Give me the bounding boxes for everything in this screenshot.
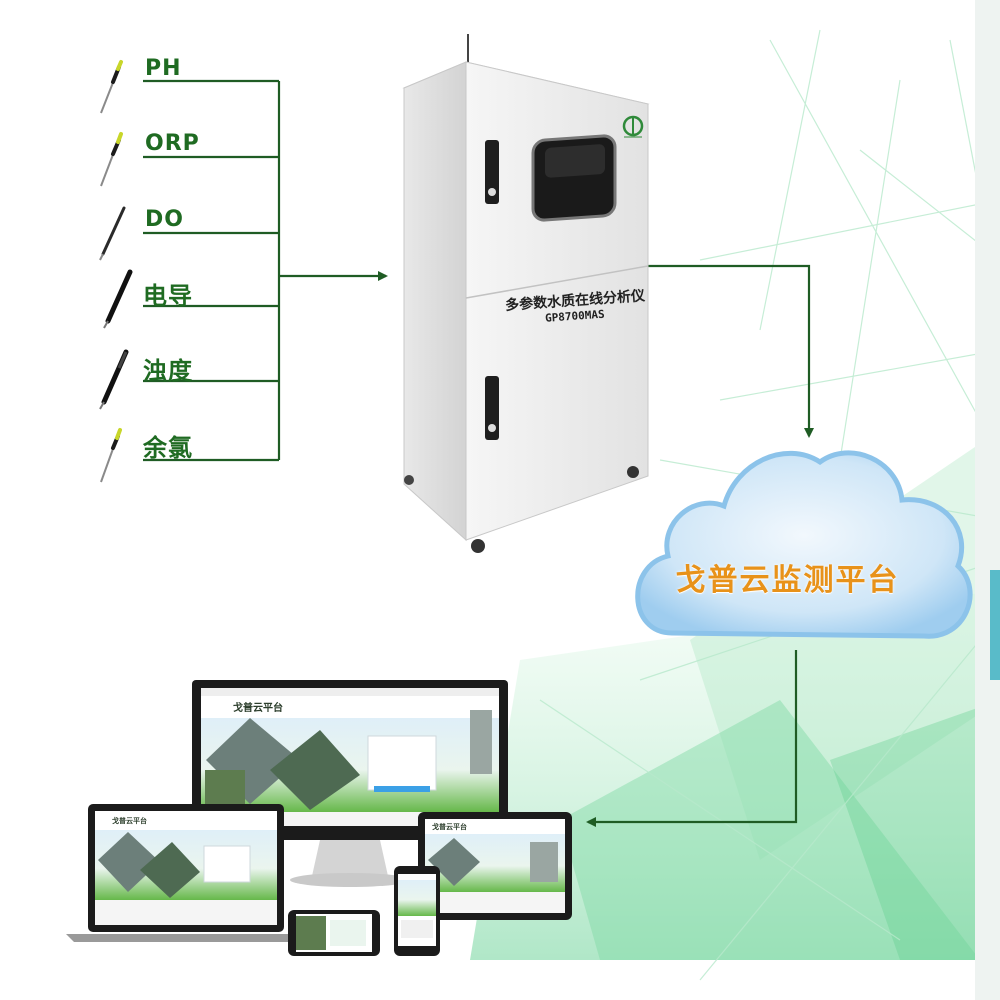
sensor-label-chlorine: 余氯 <box>143 434 193 462</box>
cloud-platform-label: 戈普云监测平台 <box>675 563 900 598</box>
analyzer-to-cloud-arrow <box>648 264 814 438</box>
probe-turbidity-icon <box>99 349 129 410</box>
laptop-screen-title: 戈普云平台 <box>112 817 147 825</box>
cabinet-upper-handle <box>485 140 499 204</box>
cabinet-wheel-right <box>627 466 639 478</box>
bg-green-facet-3 <box>560 700 980 960</box>
sensor-label-ph: PH <box>145 56 182 81</box>
cabinet-wheel-back <box>404 475 414 485</box>
gp-logo-icon <box>622 115 644 138</box>
cabinet-upper-lock <box>488 188 496 196</box>
bg-green-facet-1 <box>470 590 1000 960</box>
cabinet-window-glare <box>545 144 605 178</box>
phone-landscape <box>288 910 380 956</box>
desktop-screen-title: 戈普云平台 <box>233 703 283 714</box>
tablet <box>418 812 572 920</box>
sensor-label-do: DO <box>145 207 184 232</box>
cabinet-lower-handle <box>485 376 499 440</box>
probe-ph-icon <box>100 60 123 114</box>
cloud-to-devices-arrow <box>586 650 798 827</box>
laptop <box>66 804 306 942</box>
bg-right-accent <box>990 570 1000 680</box>
sensor-label-conductivity: 电导 <box>143 282 193 310</box>
cabinet-wheel-left <box>471 539 485 553</box>
cabinet-door-seam <box>465 265 649 299</box>
phone-portrait <box>394 866 440 956</box>
bg-right-edge-panel <box>975 0 1000 1000</box>
cloud-icon <box>635 450 973 639</box>
tablet-screen-title: 戈普云平台 <box>432 823 467 831</box>
sensor-label-turbidity: 浊度 <box>143 357 193 385</box>
probe-do-icon <box>99 206 126 261</box>
probe-conductivity-icon <box>103 269 133 329</box>
probe-orp-icon <box>100 132 123 187</box>
sensor-label-orp: ORP <box>145 131 200 156</box>
bg-green-facet-4 <box>830 700 1000 960</box>
cabinet-lower-lock <box>488 424 496 432</box>
probe-chlorine-icon <box>100 428 122 483</box>
